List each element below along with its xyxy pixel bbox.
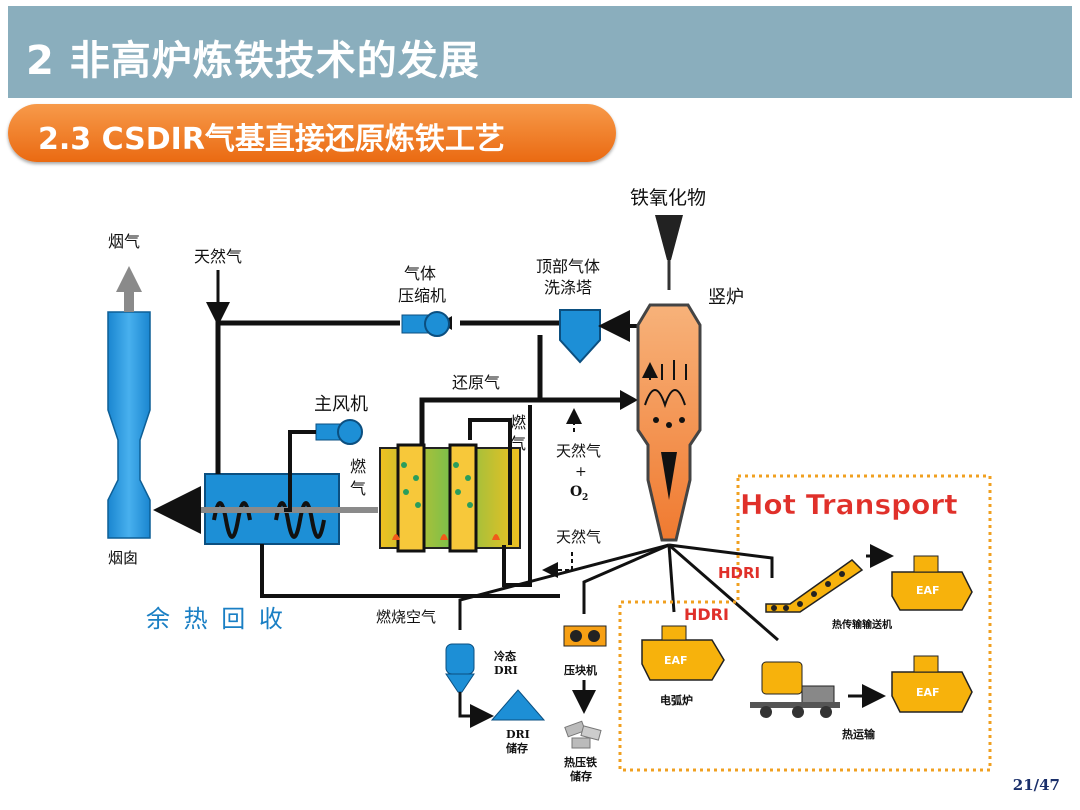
hbi-storage-pile	[564, 720, 602, 749]
dri-storage-label-1: DRI	[506, 728, 530, 741]
fuel-gas-left-label-1: 燃	[350, 457, 366, 476]
slide-subtitle: 2.3 CSDIR气基直接还原炼铁工艺	[38, 122, 505, 157]
iron-oxide-hopper	[655, 215, 683, 260]
top-gas-scrubber-label-1: 顶部气体	[536, 257, 600, 276]
electric-arc-furnace-label: 电弧炉	[660, 693, 693, 707]
electric-arc-furnace: EAF	[641, 625, 725, 681]
product-distribution-lines	[458, 543, 779, 642]
cold-dri-label-1: 冷态	[494, 649, 516, 663]
eaf-bottom-right: EAF	[891, 655, 973, 713]
gas-compressor-label-2: 压缩机	[398, 286, 446, 305]
combustion-air-label: 燃烧空气	[376, 608, 436, 626]
shaft-furnace-label: 竖炉	[708, 287, 744, 308]
title-bar: 2 非高炉炼铁技术的发展	[8, 6, 1072, 98]
reformer-unit	[379, 443, 521, 553]
fuel-gas-left-label-2: 气	[350, 479, 366, 498]
eaf-label-3: EAF	[916, 686, 940, 699]
reducing-gas-label: 还原气	[452, 373, 500, 392]
fuel-gas-right-label-1: 燃	[510, 413, 526, 432]
natural-gas-o2-label-3: O	[570, 484, 582, 500]
briquetting-machine-label: 压块机	[564, 663, 597, 677]
top-gas-scrubber-label-2: 洗涤塔	[544, 278, 592, 297]
chimney-label: 烟囱	[108, 549, 138, 567]
hbi-storage-label-1: 热压铁	[564, 755, 597, 769]
main-blower-label: 主风机	[314, 394, 368, 415]
page-number: 21/47	[1012, 776, 1060, 794]
top-gas-recycle-line	[215, 320, 560, 474]
natural-gas-o2-label-2: +	[575, 464, 587, 480]
cold-dri-silo	[445, 643, 494, 728]
dri-storage-pile	[490, 689, 546, 721]
gas-compressor	[401, 311, 450, 337]
hdri-label-1: HDRI	[718, 564, 760, 582]
hot-transport-truck	[750, 661, 840, 718]
top-gas-scrubber	[559, 309, 601, 364]
hot-transport-truck-label: 热运输	[842, 727, 876, 741]
hdri-label-2: HDRI	[684, 605, 729, 624]
chimney-stack	[107, 266, 151, 539]
gas-compressor-label-1: 气体	[404, 264, 436, 283]
iron-oxide-label: 铁氧化物	[630, 187, 706, 209]
fuel-gas-right-label-2: 气	[510, 434, 526, 453]
natural-gas-o2-label-1: 天然气	[556, 442, 601, 460]
briquetting-machine	[563, 625, 607, 647]
natural-gas-o2-sub: 2	[582, 493, 588, 503]
cold-dri-label-2: DRI	[494, 664, 518, 677]
natural-gas-bottom-label: 天然气	[556, 528, 601, 546]
hbi-storage-label-2: 储存	[570, 769, 592, 783]
eaf-top-right: EAF	[891, 555, 973, 611]
shaft-furnace	[638, 303, 702, 542]
main-blower	[315, 419, 363, 445]
flue-gas-label: 烟气	[108, 232, 140, 251]
dri-storage-label-2: 储存	[506, 741, 528, 755]
hot-conveyor	[765, 559, 864, 613]
waste-heat-recovery-label: 余 热 回 收	[146, 605, 286, 633]
hot-transport-title: Hot Transport	[740, 488, 958, 521]
slide-title: 2 非高炉炼铁技术的发展	[26, 38, 480, 84]
hot-conveyor-label: 热传输输送机	[832, 618, 892, 631]
hot-transport-region	[618, 474, 992, 772]
subtitle-pill: 2.3 CSDIR气基直接还原炼铁工艺	[8, 104, 616, 162]
eaf-label-1: EAF	[916, 584, 940, 597]
eaf-label-2: EAF	[664, 654, 688, 667]
natural-gas-inlet-label: 天然气	[194, 247, 242, 266]
